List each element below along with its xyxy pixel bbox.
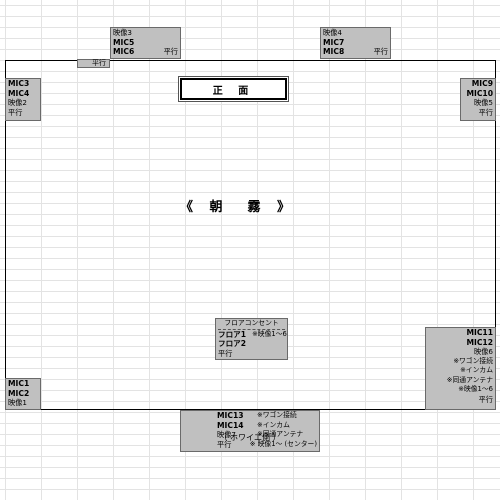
front-label: 正 面 — [180, 78, 287, 100]
left-upper-line-2: MIC4 — [8, 88, 30, 98]
bottom-a4: 平行 — [217, 439, 232, 449]
right-upper-line-2: MIC10 — [466, 88, 493, 98]
top-left-box: 映像3 MIC5 MIC6 平行 — [110, 27, 181, 59]
left-lower-box: MIC1 MIC2 映像1 — [5, 378, 41, 410]
right-lower-line-5: ※インカム — [460, 366, 493, 374]
right-upper-line-3: 映像5 — [474, 98, 493, 107]
right-lower-line-8: 平行 — [478, 394, 493, 404]
top-right-box: 映像4 MIC7 MIC8 平行 — [320, 27, 391, 59]
foyer-side-caption: （ ホワイエ側 ） — [219, 433, 281, 442]
bottom-b3: ※同通アンテナ — [257, 430, 304, 438]
top-left-line-2: MIC5 — [113, 37, 135, 47]
bottom-b4: ※ 映像1～ (センター) — [249, 439, 317, 448]
floor-1-label: フロア1 — [218, 329, 247, 339]
bottom-a3: 映像7 — [217, 430, 236, 439]
top-left-line-1: 映像3 — [113, 28, 132, 37]
right-lower-line-3: 映像6 — [474, 347, 493, 356]
right-lower-line-1: MIC11 — [466, 328, 493, 337]
right-lower-line-6: ※同通アンテナ — [446, 375, 493, 384]
top-left-line-3: MIC6 — [113, 47, 135, 56]
left-lower-line-1: MIC1 — [8, 379, 30, 388]
floor-1-note: ※映像1～6 — [252, 329, 287, 338]
right-lower-line-2: MIC12 — [466, 337, 493, 347]
right-upper-box: MIC9 MIC10 映像5 平行 — [460, 78, 496, 121]
right-upper-line-1: MIC9 — [471, 79, 493, 88]
bottom-box: MIC13 ※ワゴン接続 MIC14 ※インカム 映像7 ※同通アンテナ 平行 ※ 映像… — [180, 410, 320, 452]
left-upper-line-4: 平行 — [8, 107, 23, 117]
left-lower-line-3: 映像1 — [8, 398, 27, 407]
right-lower-line-7: ※映像1～6 — [458, 385, 493, 393]
floor-2-label: フロア2 — [218, 339, 247, 348]
room-title: 《 朝 霧 》 — [180, 200, 297, 215]
top-right-line-3: MIC8 — [323, 47, 345, 56]
left-upper-box: MIC3 MIC4 映像2 平行 — [5, 78, 41, 121]
top-right-line-1: 映像4 — [323, 28, 342, 37]
floor-outlet-box: フロアコンセント フロア1 ※映像1～6 フロア2 平行 — [215, 318, 288, 360]
left-lower-line-2: MIC2 — [8, 388, 30, 398]
left-upper-line-1: MIC3 — [8, 79, 30, 88]
bottom-b2: ※インカム — [257, 420, 290, 429]
right-lower-box: MIC11 MIC12 映像6 ※ワゴン接続 ※インカム ※同通アンテナ ※映像… — [425, 327, 496, 410]
floor-parallel-label: 平行 — [218, 348, 233, 358]
bottom-a2: MIC14 — [217, 420, 244, 430]
top-left-tag: 平行 — [77, 59, 110, 68]
bottom-b1: ※ワゴン接続 — [257, 411, 297, 419]
bottom-a1: MIC13 — [217, 411, 244, 420]
top-right-line-2: MIC7 — [323, 37, 345, 47]
top-left-line-3b: 平行 — [163, 47, 178, 56]
left-upper-line-3: 映像2 — [8, 98, 27, 107]
room-outline — [5, 60, 496, 410]
top-right-line-3b: 平行 — [373, 47, 388, 56]
floor-outlet-heading: フロアコンセント — [218, 319, 285, 330]
right-lower-line-4: ※ワゴン接続 — [453, 356, 493, 365]
right-upper-line-4: 平行 — [478, 107, 493, 117]
